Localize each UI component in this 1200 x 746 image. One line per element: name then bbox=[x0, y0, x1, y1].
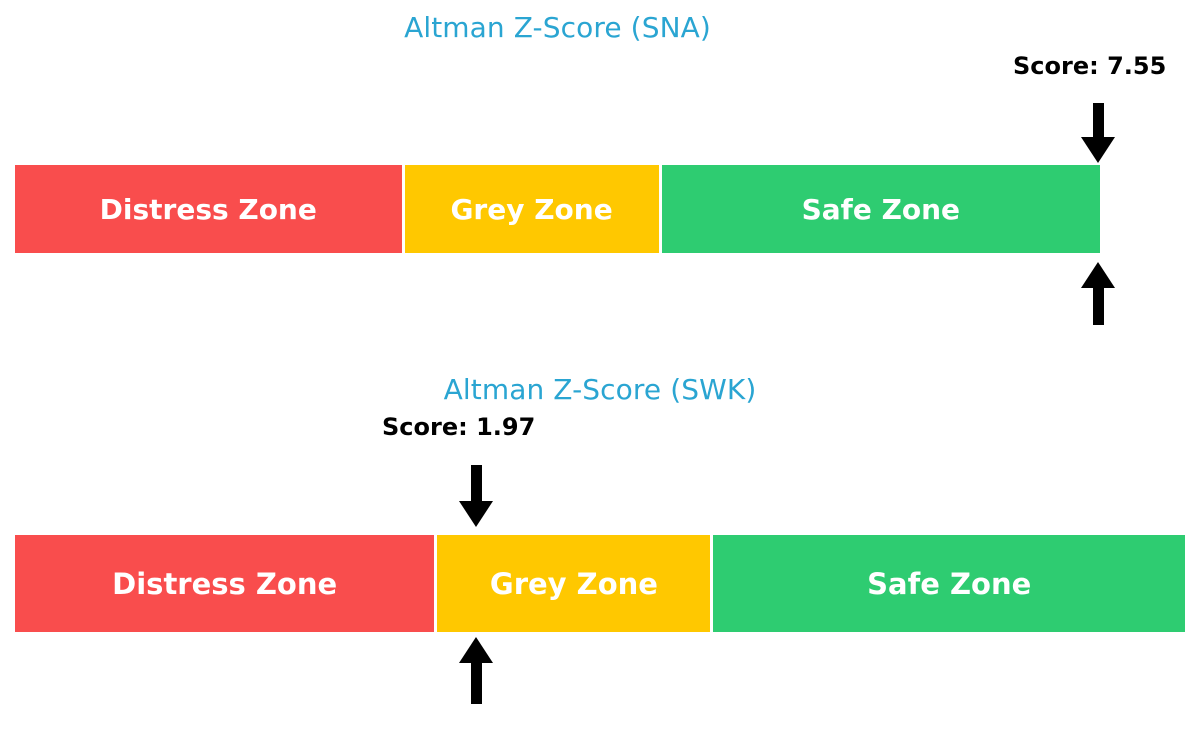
arrow-shaft bbox=[471, 465, 482, 503]
chart-title-sna: Altman Z-Score (SNA) bbox=[404, 11, 711, 44]
zone-label: Distress Zone bbox=[99, 192, 317, 226]
zone-label: Grey Zone bbox=[489, 566, 658, 601]
arrow-head-up-icon bbox=[459, 637, 493, 663]
zone-safe-swk: Safe Zone bbox=[713, 535, 1185, 632]
zone-distress-swk: Distress Zone bbox=[15, 535, 438, 632]
chart-title-swk: Altman Z-Score (SWK) bbox=[443, 373, 757, 406]
zone-distress-sna: Distress Zone bbox=[15, 165, 405, 253]
chart-panel-swk: Altman Z-Score (SWK) Score: 1.97 Distres… bbox=[0, 360, 1200, 746]
arrow-head-down-icon bbox=[459, 501, 493, 527]
arrow-shaft bbox=[471, 662, 482, 704]
zone-label: Grey Zone bbox=[450, 192, 613, 226]
arrow-head-down-icon bbox=[1081, 137, 1115, 163]
arrow-shaft bbox=[1093, 287, 1104, 325]
zone-grey-swk: Grey Zone bbox=[437, 535, 714, 632]
zone-label: Safe Zone bbox=[801, 192, 961, 226]
zone-label: Distress Zone bbox=[112, 566, 338, 601]
arrow-shaft bbox=[1093, 103, 1104, 139]
zone-safe-sna: Safe Zone bbox=[661, 165, 1100, 253]
zone-bar-swk: Distress Zone Grey Zone Safe Zone bbox=[15, 535, 1185, 632]
zone-grey-sna: Grey Zone bbox=[404, 165, 662, 253]
chart-panel-sna: Altman Z-Score (SNA) Score: 7.55 Distres… bbox=[0, 0, 1200, 360]
score-label-swk: Score: 1.97 bbox=[382, 413, 536, 441]
arrow-head-up-icon bbox=[1081, 262, 1115, 288]
score-label-sna: Score: 7.55 bbox=[1013, 52, 1167, 80]
zone-label: Safe Zone bbox=[867, 566, 1032, 601]
zone-bar-sna: Distress Zone Grey Zone Safe Zone bbox=[15, 165, 1100, 253]
